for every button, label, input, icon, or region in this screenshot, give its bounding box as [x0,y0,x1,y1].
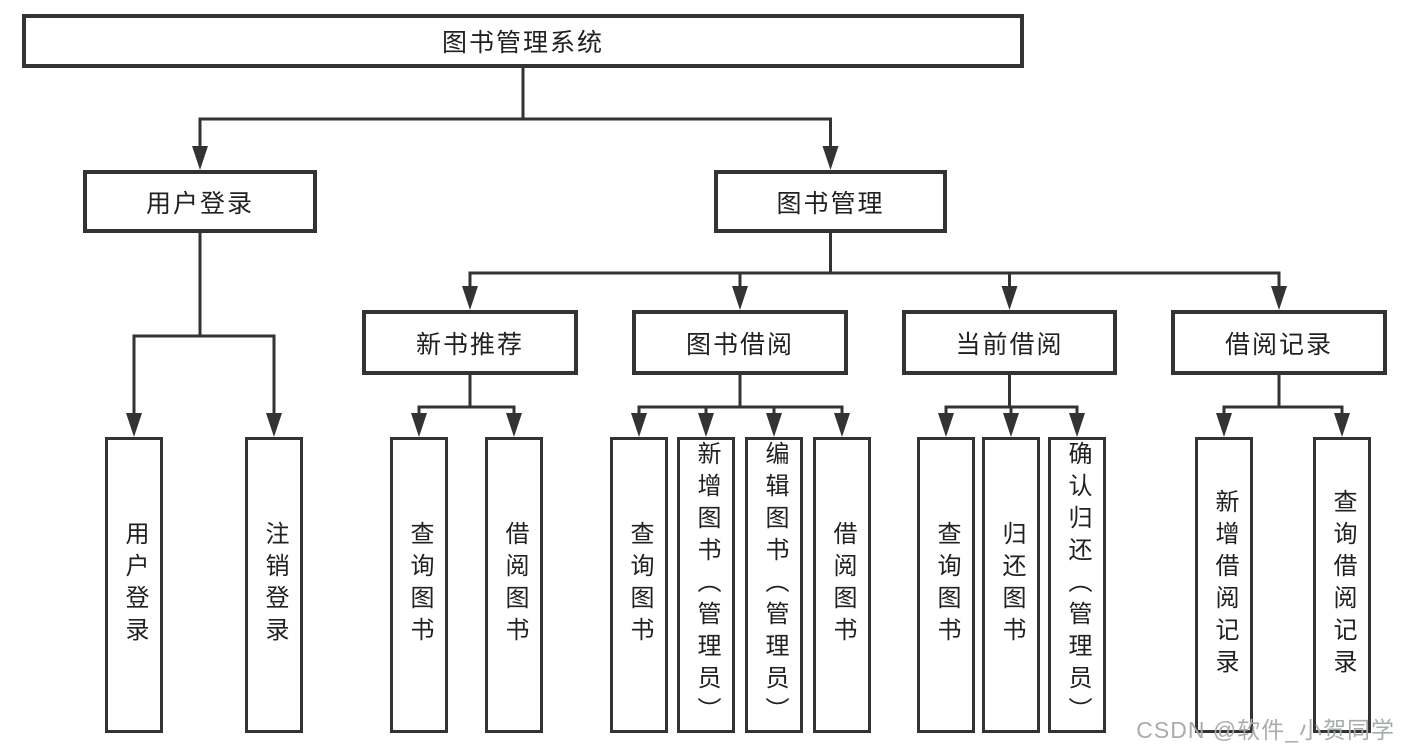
node-label: 确认归还（管理员） [1064,441,1091,729]
node-leaf-logout: 注销登录 [245,437,303,733]
node-label: 图书管理 [776,189,885,218]
node-leaf-add-book: 新增图书（管理员） [677,437,735,733]
node-label: 新增借阅记录 [1211,489,1238,681]
node-label: 注销登录 [261,521,288,649]
node-leaf-query-borrow-record: 查询借阅记录 [1313,437,1371,733]
node-leaf-add-borrow-record: 新增借阅记录 [1195,437,1253,733]
node-label: 用户登录 [121,521,148,649]
node-root: 图书管理系统 [22,14,1024,68]
node-leaf-return-book: 归还图书 [982,437,1040,733]
node-user-login: 用户登录 [83,170,317,233]
node-leaf-query-book-borrow: 查询图书 [610,437,668,733]
node-label: 用户登录 [145,189,254,218]
node-label: 新书推荐 [415,330,524,359]
node-label: 查询图书 [933,521,960,649]
node-label: 图书借阅 [685,330,794,359]
node-leaf-edit-book: 编辑图书（管理员） [745,437,803,733]
node-leaf-borrow-book: 借阅图书 [813,437,871,733]
node-label: 查询借阅记录 [1329,489,1356,681]
node-leaf-query-book-current: 查询图书 [917,437,975,733]
node-label: 归还图书 [998,521,1025,649]
node-label: 图书管理系统 [441,29,604,57]
node-leaf-user-login: 用户登录 [105,437,163,733]
watermark-text: CSDN @软件_小贺同学 [1136,717,1395,743]
node-current-borrow: 当前借阅 [902,310,1117,375]
node-label: 查询图书 [626,521,653,649]
node-label: 查询图书 [406,521,433,649]
node-new-book-recommend: 新书推荐 [362,310,578,375]
node-label: 借阅记录 [1224,330,1333,359]
node-leaf-query-book-rec: 查询图书 [390,437,448,733]
node-label: 借阅图书 [501,521,528,649]
node-book-borrow: 图书借阅 [632,310,848,375]
node-borrow-records: 借阅记录 [1171,310,1387,375]
node-label: 新增图书（管理员） [693,441,720,729]
node-label: 借阅图书 [829,521,856,649]
node-book-management: 图书管理 [714,170,947,233]
node-leaf-borrow-book-rec: 借阅图书 [485,437,543,733]
node-leaf-confirm-return: 确认归还（管理员） [1048,437,1106,733]
node-label: 当前借阅 [955,330,1064,359]
node-label: 编辑图书（管理员） [761,441,788,729]
